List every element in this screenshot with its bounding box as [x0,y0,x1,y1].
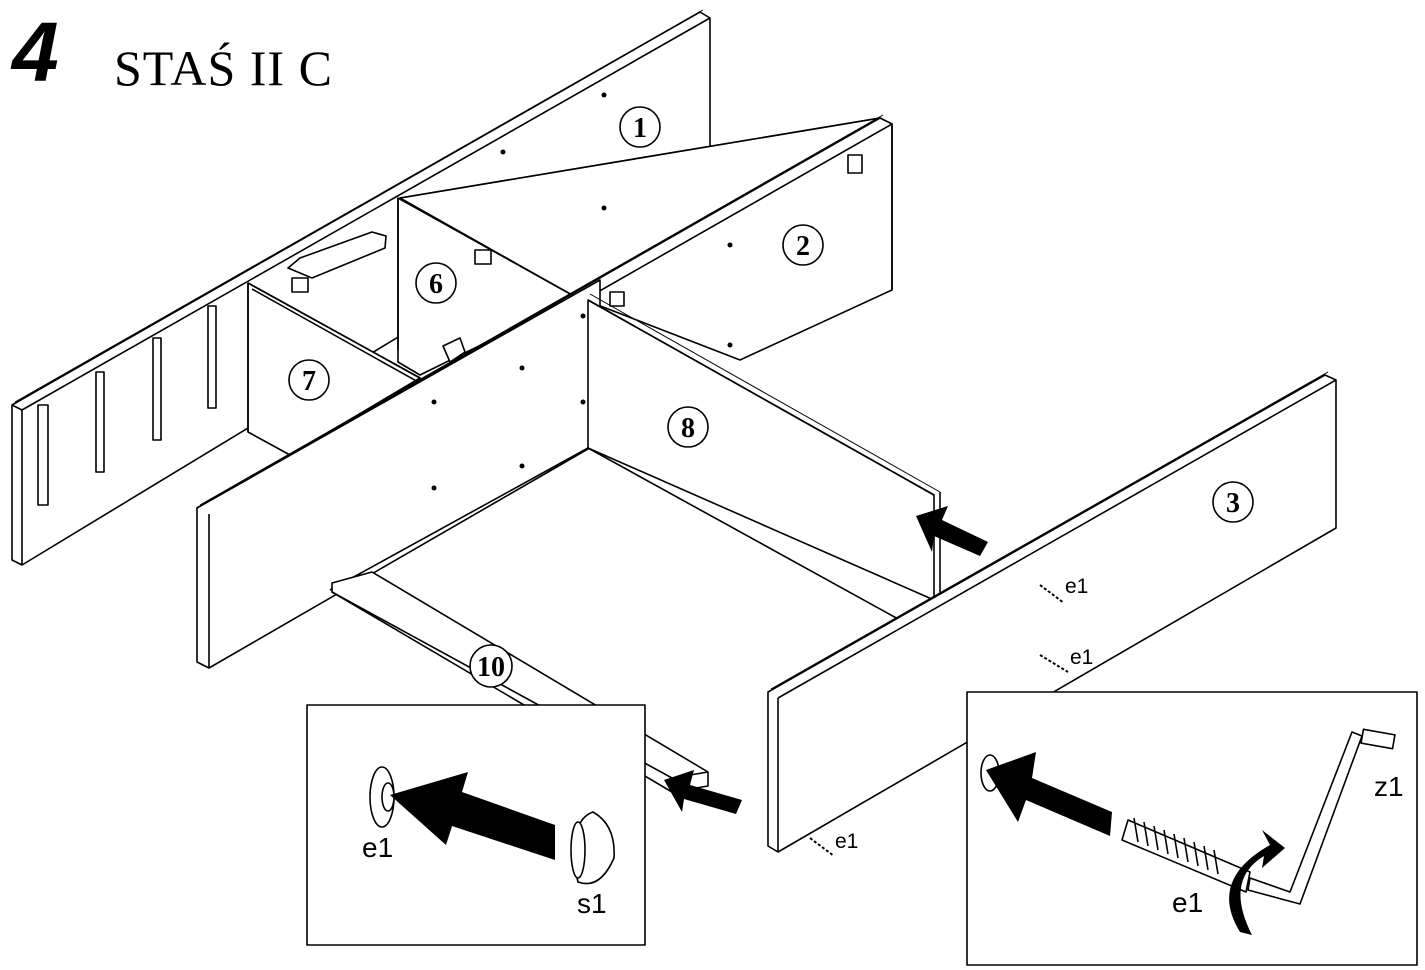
step-number: 4 [12,5,59,99]
callout-2: 2 [782,224,824,266]
fastener-pins [809,584,1069,857]
svg-text:10: 10 [477,652,505,683]
svg-text:7: 7 [302,366,316,397]
drawer-slides [37,305,217,506]
panel-1 [11,9,711,566]
callout-6: 6 [415,262,457,304]
callout-10: 10 [469,644,513,688]
callout-8: 8 [667,406,709,448]
svg-text:6: 6 [429,269,443,300]
callout-3: 3 [1212,481,1254,523]
detail-inset-left [306,704,646,946]
svg-text:3: 3 [1226,488,1240,519]
detail-left-s1-label: s1 [577,888,607,919]
svg-text:8: 8 [681,413,695,444]
product-title: STAŚ II C [114,40,333,96]
panel-8 [587,293,941,601]
detail-right-z1-label: z1 [1374,771,1404,802]
base-outline [329,447,901,621]
cam-bolt [1121,817,1251,893]
callout-1: 1 [619,106,661,148]
label-e1-middle: e1 [1070,646,1093,669]
label-e1-lower: e1 [835,830,858,853]
lift-stay-fitting [287,154,863,363]
label-e1-upper: e1 [1065,575,1088,598]
panel-3 [767,371,1337,853]
detail-right-e1-label: e1 [1172,887,1203,918]
callout-7: 7 [288,359,330,401]
panel-7 [247,282,421,456]
svg-text:2: 2 [796,231,810,262]
panel-left-front [196,279,601,669]
svg-text:1: 1 [633,113,647,144]
insert-arrow-icon [664,506,988,814]
dowel-holes [431,92,733,491]
detail-left-e1-label: e1 [362,832,393,863]
detail-inset-right [966,691,1418,966]
